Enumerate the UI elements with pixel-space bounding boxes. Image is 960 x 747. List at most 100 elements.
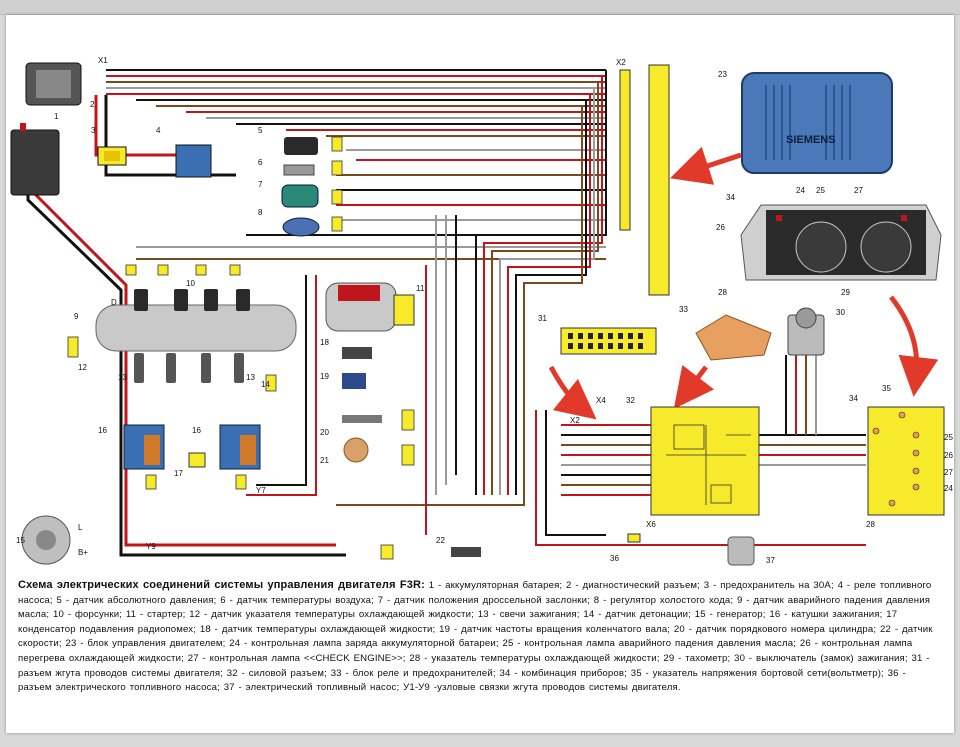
label-8: 8: [258, 208, 263, 217]
label-32: 32: [626, 396, 635, 405]
label-15: 15: [16, 536, 25, 545]
label-d: D: [111, 298, 117, 307]
label-37: 37: [766, 556, 775, 565]
spark-plugs: [134, 353, 244, 383]
ignition-coil-left: 16: [98, 424, 165, 470]
wiring-diagram: 1 2 3 4 5 6 7 8: [10, 56, 953, 566]
label-3: 3: [91, 126, 96, 135]
label-21: 21: [320, 456, 329, 465]
sensor-absolute-pressure: 5: [258, 126, 318, 155]
caption-body: 1 - аккумуляторная батарея; 2 - диагност…: [18, 580, 933, 694]
label-7: 7: [258, 180, 263, 189]
label-y9: Y9: [146, 542, 156, 551]
label-r34: 34: [849, 394, 858, 403]
generator: 15 L B+: [16, 515, 88, 565]
label-18: 18: [320, 338, 329, 347]
label-4: 4: [156, 126, 161, 135]
label-12: 12: [78, 363, 87, 372]
diagnostic-connector: 2: [25, 62, 95, 109]
label-2: 2: [90, 100, 95, 109]
label-34: 34: [726, 193, 735, 202]
label-16b: 16: [192, 426, 201, 435]
engine-control-unit: SIEMENS 23: [718, 70, 893, 174]
label-bplus: B+: [78, 548, 88, 557]
relay-block-schematic: X4 32 X2: [570, 396, 760, 516]
label-14: 14: [261, 380, 270, 389]
sensor-21: 21: [320, 437, 369, 465]
relay-fuse-block: 33: [679, 305, 772, 361]
label-6: 6: [258, 158, 263, 167]
label-13a: 13: [118, 373, 127, 382]
label-24: 24: [796, 186, 805, 195]
label-r27: 27: [944, 468, 953, 477]
wire-bundle-vertical: [246, 70, 607, 535]
sensor-crankshaft-speed: 19: [320, 372, 366, 389]
label-x4: X4: [596, 396, 606, 405]
small-connectors: [67, 136, 415, 560]
ecu-connector-strip: X2: [616, 58, 670, 296]
label-x1-top: X1: [98, 56, 108, 65]
label-29: 29: [841, 288, 850, 297]
fuel-pump-connector: 36: [610, 533, 641, 563]
harness-connector-31: 31: [538, 314, 657, 355]
starter: 11: [325, 282, 425, 332]
speed-sensor: 22: [436, 536, 481, 557]
label-10: 10: [186, 279, 195, 288]
label-1: 1: [54, 112, 59, 121]
ignition-switch: 30: [787, 307, 845, 356]
label-33: 33: [679, 305, 688, 314]
label-r28: 28: [866, 520, 875, 529]
fuse-30a: 3: [91, 126, 127, 166]
idle-speed-regulator: 8: [258, 208, 320, 237]
arrow-harness: [548, 365, 597, 420]
label-x2-top: X2: [616, 58, 626, 67]
label-28: 28: [718, 288, 727, 297]
diagram-sheet: 1 2 3 4 5 6 7 8: [6, 15, 954, 733]
label-9: 9: [74, 312, 79, 321]
label-r24: 24: [944, 484, 953, 493]
caption-title: Схема электрических соединений системы у…: [18, 579, 425, 591]
label-r25: 25: [944, 433, 953, 442]
label-r26: 26: [944, 451, 953, 460]
cluster-schematic: 34 35 25 26 27 24 28: [849, 384, 953, 529]
label-31: 31: [538, 314, 547, 323]
label-30: 30: [836, 308, 845, 317]
label-11: 11: [416, 284, 425, 293]
electric-fuel-pump: 37: [727, 536, 775, 566]
arrow-cluster: [889, 295, 939, 397]
label-26: 26: [716, 223, 725, 232]
wire-bundle-top: [106, 69, 606, 260]
label-17: 17: [174, 469, 183, 478]
label-19: 19: [320, 372, 329, 381]
label-22: 22: [436, 536, 445, 545]
label-23: 23: [718, 70, 727, 79]
label-r35: 35: [882, 384, 891, 393]
injectors-top: [134, 289, 250, 311]
label-13b: 13: [246, 373, 255, 382]
sensor-throttle-position: 7: [258, 180, 319, 208]
label-y7: Y7: [256, 486, 266, 495]
battery: 1: [10, 112, 60, 196]
diagram-caption: Схема электрических соединений системы у…: [18, 578, 943, 696]
sensor-air-temperature: 6: [258, 158, 315, 176]
label-x6: X6: [646, 520, 656, 529]
label-25: 25: [816, 186, 825, 195]
fuel-rail: [95, 304, 297, 352]
sensor-coolant-temp: 18: [320, 338, 372, 359]
fuel-pump-relay: 4: [156, 126, 212, 178]
ignition-coil-right: 16: [192, 424, 261, 470]
label-20: 20: [320, 428, 329, 437]
label-27: 27: [854, 186, 863, 195]
label-l: L: [78, 523, 83, 532]
wires-to-relay-block: [535, 355, 866, 546]
arrow-relay: [673, 364, 715, 409]
label-16a: 16: [98, 426, 107, 435]
condenser: 17: [174, 452, 206, 478]
label-5: 5: [258, 126, 263, 135]
instrument-cluster: 34 24 25 27 26 28 29: [716, 186, 942, 297]
label-x2-block: X2: [570, 416, 580, 425]
window-top-bar: [0, 0, 960, 15]
ecu-brand: SIEMENS: [786, 134, 836, 146]
label-36: 36: [610, 554, 619, 563]
sensor-cylinder-number: 20: [320, 415, 382, 437]
